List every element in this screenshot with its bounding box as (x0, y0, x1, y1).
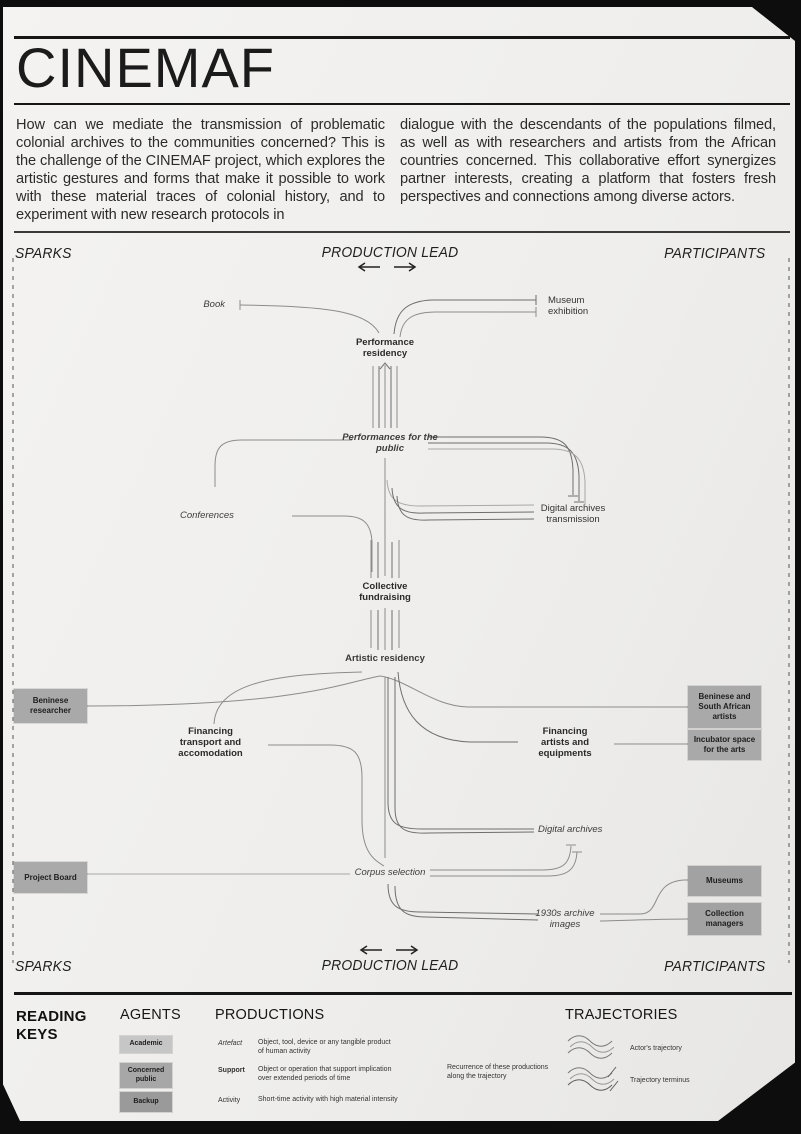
photo-edge-right (795, 0, 801, 1134)
node-1930s-archive-images: 1930s archive images (535, 908, 595, 931)
node-corpus-selection: Corpus selection (354, 867, 426, 878)
node-book: Book (203, 299, 225, 310)
rule-intro-bottom (14, 231, 790, 233)
photo-corner-top-right (752, 7, 795, 41)
node-conferences: Conferences (180, 510, 234, 521)
box-collection-managers: Collection managers (688, 903, 761, 935)
photo-corner-bottom-left (0, 1078, 20, 1121)
legend-desc-artefact: Object, tool, device or any tangible pro… (258, 1039, 391, 1056)
node-museum-exhibition: Museum exhibition (548, 295, 589, 318)
box-incubator-space: Incubator space for the arts (688, 730, 761, 760)
legend-agent-academic: Academic (120, 1036, 172, 1053)
legend-term-activity: Activity (218, 1097, 241, 1104)
photo-edge-left (0, 0, 3, 1134)
photo-edge-bottom (0, 1121, 801, 1134)
production-lead-arrows-top (357, 262, 417, 272)
box-beninese-researcher: Beninese researcher (14, 689, 87, 723)
map-header-participants-bottom: PARTICIPANTS (664, 959, 766, 975)
intro-column-1: How can we mediate the transmission of p… (16, 117, 385, 224)
node-artistic-residency: Artistic residency (345, 653, 425, 664)
node-digital-archives: Digital archives (538, 824, 603, 835)
actor-trajectory-icon (567, 1035, 615, 1059)
photo-edge-top (0, 0, 801, 7)
node-digital-archives-transmission: Digital archives transmission (540, 503, 606, 526)
photo-corner-bottom-right (718, 1058, 801, 1121)
map-header-participants-top: PARTICIPANTS (664, 246, 766, 262)
rule-legend-top (14, 992, 792, 995)
map-header-production-lead-top: PRODUCTION LEAD (321, 245, 459, 261)
legend-title: READING KEYS (16, 1008, 87, 1043)
production-lead-arrows-bottom (359, 945, 419, 955)
node-collective-fundraising: Collective fundraising (359, 581, 411, 604)
legend-desc-support: Object or operation that support implica… (258, 1066, 392, 1083)
legend-actor-trajectory-label: Actor's trajectory (630, 1045, 682, 1052)
intro-column-2: dialogue with the descendants of the pop… (400, 117, 776, 206)
rule-top (14, 36, 790, 39)
legend-desc-activity: Short-time activity with high material i… (258, 1096, 398, 1103)
legend-agent-backup: Backup (120, 1092, 172, 1112)
page-title: CINEMAF (16, 36, 275, 99)
node-performances-for-the-public: Performances for the public (342, 432, 438, 455)
legend-agents-title: AGENTS (120, 1007, 181, 1023)
legend-agent-concerned-public: Concerned public (120, 1063, 172, 1088)
map-header-sparks-bottom: SPARKS (15, 959, 72, 975)
box-project-board: Project Board (14, 862, 87, 893)
legend-trajectories-title: TRAJECTORIES (565, 1007, 678, 1023)
node-financing-transport: Financing transport and accomodation (178, 726, 243, 760)
legend-term-artefact: Artefact (218, 1040, 243, 1047)
node-financing-artists: Financing artists and equipments (538, 726, 592, 760)
legend-term-support: Support (218, 1067, 245, 1074)
box-museums: Museums (688, 866, 761, 896)
legend-productions-title: PRODUCTIONS (215, 1007, 325, 1023)
map-header-production-lead-bottom: PRODUCTION LEAD (321, 958, 459, 974)
trajectory-terminus-icon (567, 1066, 619, 1092)
rule-under-title (14, 103, 790, 105)
legend-trajectory-terminus-label: Trajectory terminus (630, 1077, 690, 1084)
box-beninese-sa-artists: Beninese and South African artists (688, 686, 761, 728)
map-header-sparks-top: SPARKS (15, 246, 72, 262)
node-performance-residency: Performance residency (355, 337, 415, 360)
legend-recurrence-note: Recurrence of these productions along th… (447, 1064, 549, 1081)
